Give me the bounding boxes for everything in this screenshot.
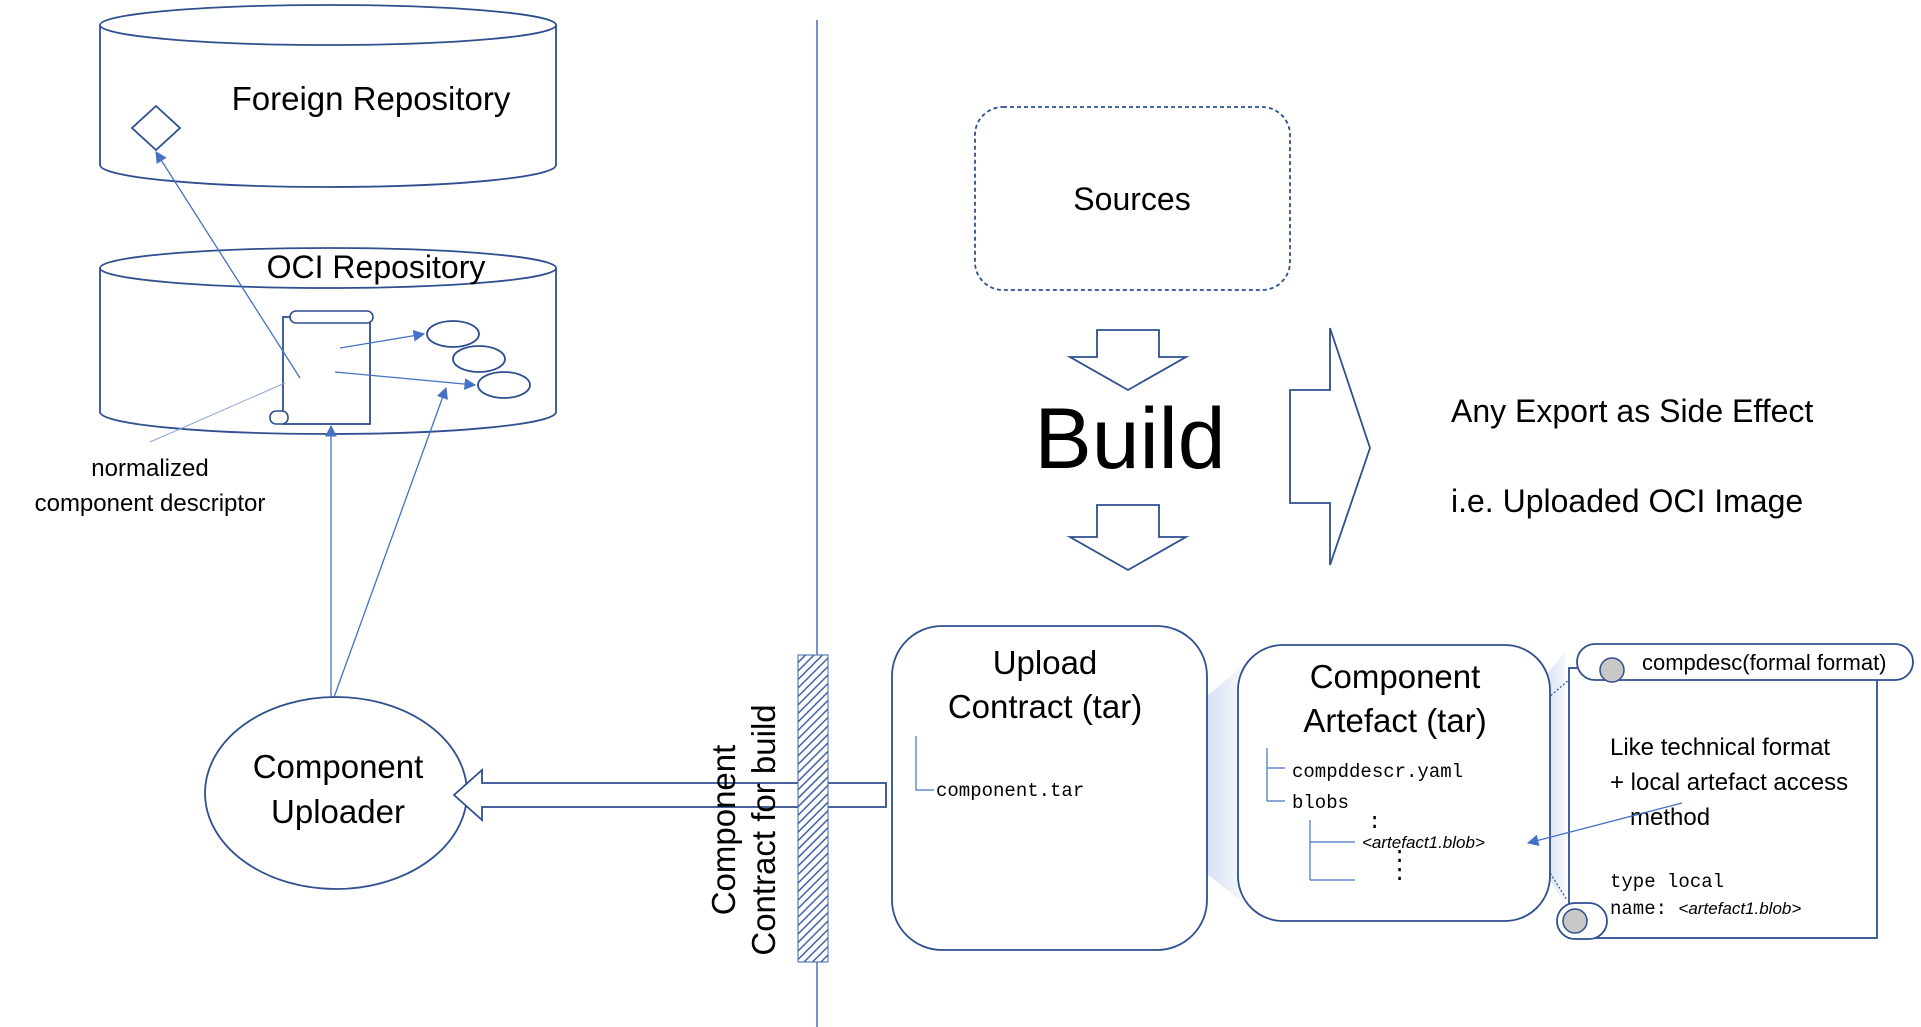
doc-to-foreign-arrow	[155, 151, 301, 379]
artefact-line2: Artefact (tar)	[1303, 702, 1486, 739]
scroll-curl-top-icon	[1599, 657, 1625, 683]
foreign-repository-title: Foreign Repository	[232, 80, 511, 117]
artefact-dots-bottom: :	[1393, 862, 1406, 887]
component-uploader: Component Uploader	[204, 696, 468, 890]
upload-contract-line2: Contract (tar)	[948, 688, 1142, 725]
contract-label-line2: Contract for build	[745, 704, 782, 955]
upload-contract-box: Upload Contract (tar) component.tar	[891, 625, 1208, 951]
diamond-icon	[130, 104, 182, 152]
contract-label-line1: Component	[705, 745, 742, 916]
sources-label: Sources	[1073, 181, 1190, 217]
contract-boundary-bar	[797, 654, 829, 963]
compdesc-code-name-value: <artefact1.blob>	[1678, 899, 1801, 918]
side-effect-line1: Any Export as Side Effect	[1451, 393, 1813, 429]
compdesc-code-type: type local	[1610, 871, 1724, 893]
upload-contract-line1: Upload	[993, 644, 1098, 681]
upload-contract-file: component.tar	[936, 780, 1084, 802]
scroll-curl-bottom-icon	[1562, 908, 1588, 934]
foreign-repository: Foreign Repository	[99, 4, 557, 188]
uploader-line1: Component	[253, 748, 424, 785]
scroll-document-icon	[269, 310, 374, 425]
artefact-line1: Component	[1310, 658, 1481, 695]
compdesc-line2: + local artefact access	[1610, 769, 1848, 796]
build-label: Build	[1034, 391, 1225, 487]
compdesc-line1: Like technical format	[1610, 734, 1830, 761]
compdesc-code-name-key: name:	[1610, 898, 1678, 920]
compdesc-code-name: name: <artefact1.blob>	[1610, 898, 1801, 920]
descriptor-note-line2: component descriptor	[35, 490, 266, 517]
method-to-blob-arrow	[1526, 802, 1683, 847]
upload-contract-tree	[915, 736, 934, 791]
oci-repository-title: OCI Repository	[267, 249, 486, 285]
artefact-dots-mid: :	[1393, 844, 1406, 869]
artefact-tree	[1266, 748, 1285, 802]
component-artefact-box: Component Artefact (tar) compddescr.yaml…	[1237, 644, 1551, 922]
oci-repository: OCI Repository	[99, 247, 557, 435]
artefact-file-blobs: blobs	[1292, 792, 1349, 814]
artefact-blob-tree	[1309, 820, 1355, 881]
uploader-line2: Uploader	[271, 793, 405, 830]
artefact-file-yaml: compddescr.yaml	[1292, 761, 1463, 783]
sources-to-build-arrow	[1066, 329, 1190, 392]
doc-to-blob-arrow	[339, 329, 426, 349]
descriptor-callout-line	[149, 382, 286, 443]
artefact-blob-file: <artefact1.blob>	[1362, 833, 1485, 852]
sources-box: Sources	[974, 106, 1291, 291]
compdesc-title: compdesc(formal format)	[1642, 650, 1887, 675]
side-effect-arrow	[1289, 327, 1371, 566]
artefact-dots-top: :	[1368, 810, 1381, 835]
blob-ellipse-icon	[452, 345, 506, 373]
contract-label: Component Contract for build	[705, 704, 782, 955]
side-effect-line2: i.e. Uploaded OCI Image	[1451, 483, 1803, 519]
compdesc-scroll: compdesc(formal format) Like technical f…	[1556, 643, 1914, 940]
compdesc-line3: method	[1630, 804, 1710, 831]
doc-to-blob-arrow	[334, 371, 477, 390]
descriptor-note-line1: normalized	[91, 455, 208, 482]
blob-ellipse-icon	[426, 320, 480, 348]
uploader-to-blob-arrow	[332, 386, 448, 701]
build-to-output-arrow	[1066, 504, 1190, 572]
blob-ellipse-icon	[477, 371, 531, 399]
